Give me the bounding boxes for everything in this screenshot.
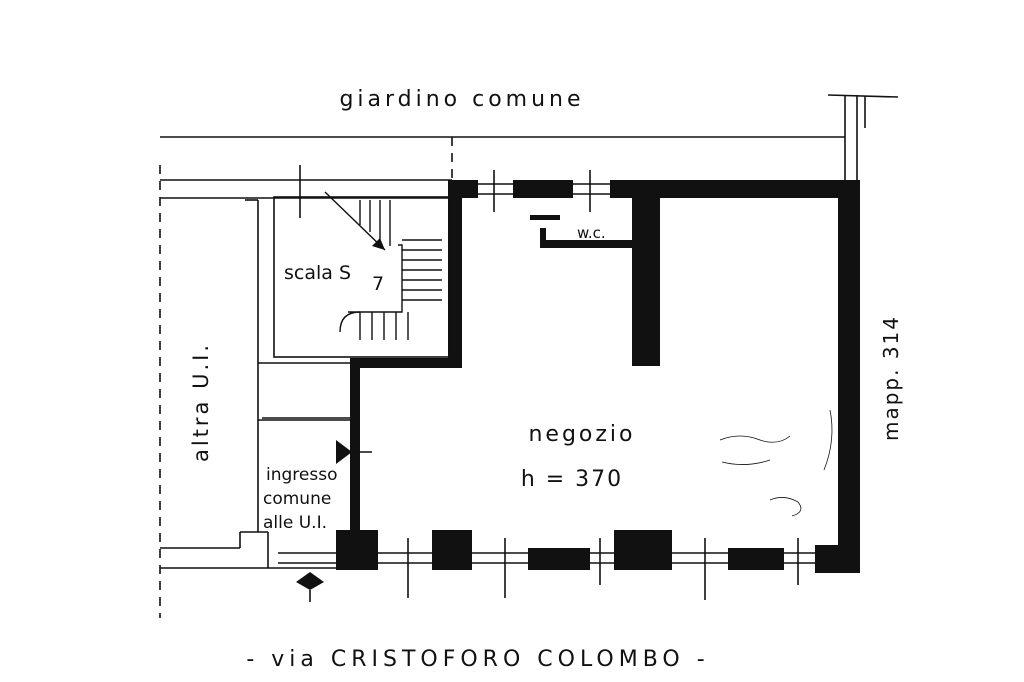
wc-label: w.c. <box>577 224 606 242</box>
stair-number-label: 7 <box>372 273 384 295</box>
other-unit-label: altra U.I. <box>189 342 213 462</box>
garden-label: giardino comune <box>339 87 584 112</box>
map-reference-label: mapp. 314 <box>879 315 903 441</box>
stair-label: scala S <box>284 262 351 284</box>
stair-room <box>239 165 450 568</box>
ceiling-height-label: h = 370 <box>521 467 623 492</box>
stair-treads <box>324 191 442 340</box>
window-marks <box>278 170 815 600</box>
entrance-label-line-1: ingresso <box>266 465 337 485</box>
street-label: - via CRISTOFORO COLOMBO - <box>246 647 709 672</box>
shop-label: negozio <box>528 422 635 447</box>
entrance-arrows <box>296 440 372 602</box>
property-boundary <box>159 94 899 618</box>
entrance-label-line-2: comune <box>263 489 331 509</box>
street-entrance-arrow-icon <box>296 572 324 590</box>
entrance-label-line-3: alle U.I. <box>263 513 327 533</box>
pencil-marks <box>719 409 833 517</box>
shop-walls <box>336 180 860 573</box>
